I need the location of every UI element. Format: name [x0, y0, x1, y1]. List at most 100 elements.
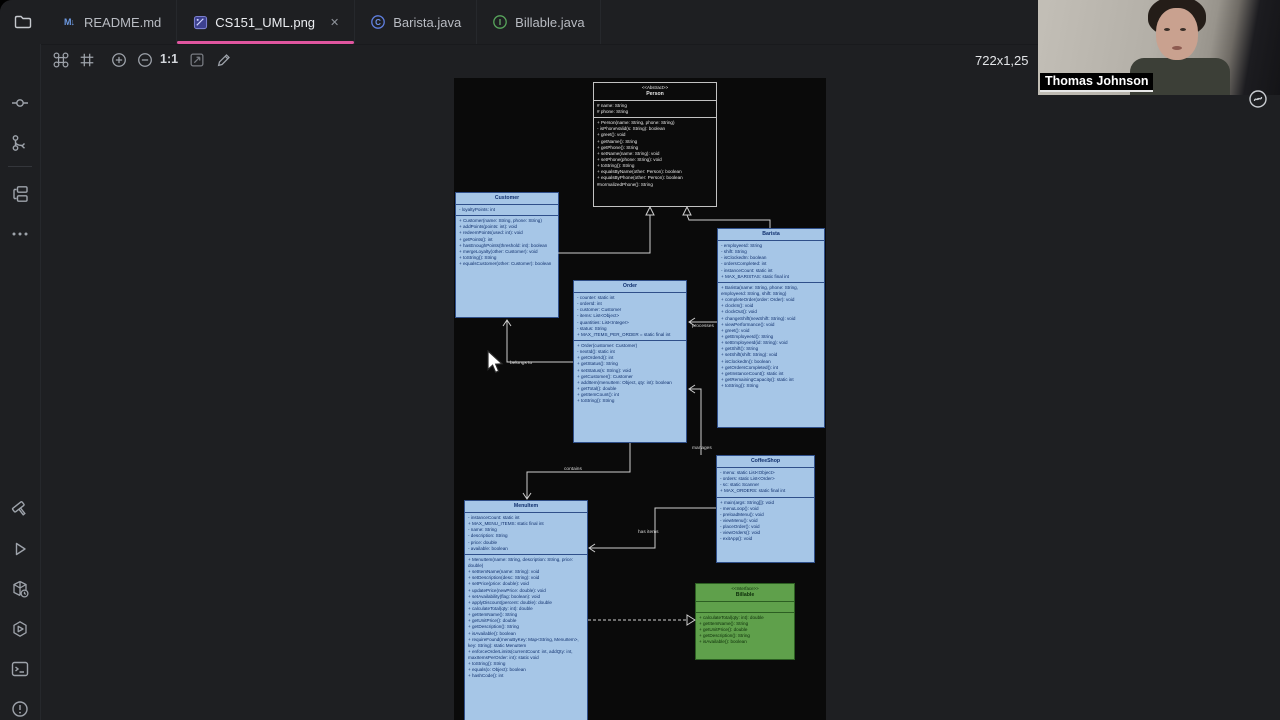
terminal-icon[interactable] — [10, 659, 30, 679]
uml-line: + greet(): void — [597, 132, 626, 138]
uml-methods: + calculateTotal(qty: int): double+ getI… — [696, 611, 794, 648]
uml-line: + setPrice(price: double): void — [468, 581, 529, 587]
uml-class-name: Customer — [494, 195, 520, 201]
uml-line: + setAvailability(flag: boolean): void — [468, 593, 541, 599]
build-icon[interactable] — [10, 499, 30, 519]
uml-fields: - employeeId: String- shift: String- isC… — [718, 239, 824, 282]
uml-line: # name: String — [597, 102, 627, 108]
uml-methods: + main(args: String[]): void- menuLoop()… — [717, 496, 814, 545]
uml-line: + getCustomer(): Customer — [577, 373, 633, 379]
project-folder-button[interactable] — [0, 0, 46, 44]
uml-line: + clockOut(): void — [721, 309, 757, 315]
fit-window-icon[interactable] — [187, 50, 207, 70]
actual-size-button[interactable]: 1:1 — [160, 52, 179, 66]
webcam-person-eye — [1164, 28, 1170, 31]
uml-line: - orders: static List<Order> — [720, 476, 775, 482]
grid-icon[interactable] — [77, 50, 97, 70]
close-icon[interactable]: ✕ — [330, 16, 340, 29]
uml-class-header: CoffeeShop — [717, 456, 814, 467]
uml-arrowhead — [588, 543, 596, 553]
uml-connector-coffeeshop-hasitems-menuitem — [589, 507, 716, 549]
uml-line: - viewOrders(): void — [720, 530, 761, 536]
uml-line: - description: String — [468, 533, 508, 539]
uml-line: - nextId(): static int — [577, 349, 615, 355]
active-tab-underline — [177, 41, 355, 44]
uml-class-order: Order- counter: static int- orderId: int… — [573, 280, 687, 443]
uml-line: + setStatus(s: String): void — [577, 367, 631, 373]
run-icon[interactable] — [10, 539, 30, 559]
uml-class-header: MenuItem — [465, 501, 587, 512]
vcs-icon[interactable] — [10, 133, 30, 153]
commit-icon[interactable] — [10, 93, 30, 113]
uml-methods: + Barista(name: String, phone: String, e… — [718, 281, 824, 391]
uml-fields — [696, 600, 794, 612]
uml-line: + MAX_ORDERS: static final int — [720, 488, 786, 494]
uml-line: + MAX_MENU_ITEMS: static final int — [468, 521, 544, 527]
uml-class-person: <<Abstract>>Person# name: String# phone:… — [593, 82, 717, 207]
tab-barista[interactable]: C Barista.java — [355, 0, 478, 44]
uml-line: - shift: String — [721, 249, 747, 255]
uml-line: #normalizedPhone(): String — [597, 181, 653, 187]
uml-connector-label: processes — [692, 323, 714, 329]
uml-line: + equals(o: Object): boolean — [468, 667, 526, 673]
uml-class-barista: Barista- employeeId: String- shift: Stri… — [717, 228, 825, 428]
uml-line: - isClockedIn: boolean — [721, 255, 767, 261]
uml-line: + hasEnoughPoints(threshold: int): boole… — [459, 242, 548, 248]
uml-line: + Customer(name: String, phone: String) — [459, 218, 542, 224]
edit-icon[interactable] — [214, 50, 234, 70]
tab-cs151-uml[interactable]: CS151_UML.png ✕ — [177, 0, 356, 44]
uml-fields: # name: String# phone: String — [594, 99, 716, 117]
uml-line: + MAX_BARISTAS: static final int — [721, 273, 789, 279]
uml-arrowhead — [502, 319, 512, 327]
uml-stereotype: <<Abstract>> — [641, 85, 669, 90]
tab-label: README.md — [84, 14, 162, 30]
svg-text:C: C — [375, 18, 381, 27]
zoom-in-icon[interactable] — [109, 50, 129, 70]
uml-line: + getRemainingCapacity(): static int — [721, 376, 794, 382]
uml-line: - counter: static int — [577, 294, 615, 300]
uml-line: - employeeId: String — [721, 242, 763, 248]
uml-line: + hashCode(): int — [468, 673, 504, 679]
uml-line: - menuLoop(): void — [720, 505, 759, 511]
more-icon[interactable] — [10, 224, 30, 244]
uml-class-name: Billable — [735, 591, 755, 598]
uml-line: + addItem(menuItem: Object, qty: int): b… — [577, 379, 672, 385]
uml-class-header: Order — [574, 281, 686, 292]
ai-plugin-icon[interactable] — [1247, 88, 1269, 110]
interface-icon: I — [492, 14, 508, 30]
uml-line: + calculateTotal(qty: int): double — [468, 605, 533, 611]
checkerboard-icon[interactable] — [51, 50, 71, 70]
uml-line: - placeOrder(): void — [720, 524, 760, 530]
uml-connector-label: has items — [638, 529, 659, 535]
uml-image[interactable]: <<Abstract>>Person# name: String# phone:… — [454, 78, 826, 720]
uml-connector-label: contains — [564, 466, 582, 472]
dependencies-icon[interactable] — [10, 579, 30, 599]
uml-arrowhead — [688, 317, 696, 327]
uml-line: + viewPerformance(): void — [721, 321, 775, 327]
uml-line: + getUnitPrice(): double — [699, 627, 748, 633]
uml-line: + mergeLoyalty(other: Customer): void — [459, 248, 538, 254]
uml-line: - quantities: List<Integer> — [577, 319, 629, 325]
uml-line: + getShift(): String — [721, 346, 759, 352]
services-icon[interactable] — [10, 619, 30, 639]
zoom-out-icon[interactable] — [135, 50, 155, 70]
uml-line: + toString(): String — [459, 254, 497, 260]
uml-line: + setEmployeeId(id: String): void — [721, 340, 788, 346]
sidebar-divider — [8, 166, 32, 167]
webcam-person-mouth — [1172, 46, 1182, 50]
uml-line: + getItemCount(): int — [577, 392, 620, 398]
problems-icon[interactable] — [10, 699, 30, 719]
uml-line: + getName(): String — [597, 138, 638, 144]
uml-line: - isPhoneValid(s: String): boolean — [597, 126, 666, 132]
uml-line: + getStatus(): String — [577, 361, 618, 367]
structure-icon[interactable] — [10, 184, 30, 204]
uml-line: + getPoints(): int — [459, 236, 493, 242]
uml-class-name: CoffeeShop — [750, 458, 781, 464]
uml-arrowhead — [645, 205, 655, 216]
uml-line: + getOrdersCompleted(): int — [721, 364, 779, 370]
uml-arrowhead — [682, 205, 692, 216]
tab-billable[interactable]: I Billable.java — [477, 0, 601, 44]
uml-fields: - menu: static List<Object>- orders: sta… — [717, 466, 814, 497]
tab-readme[interactable]: M↓ README.md — [46, 0, 178, 44]
